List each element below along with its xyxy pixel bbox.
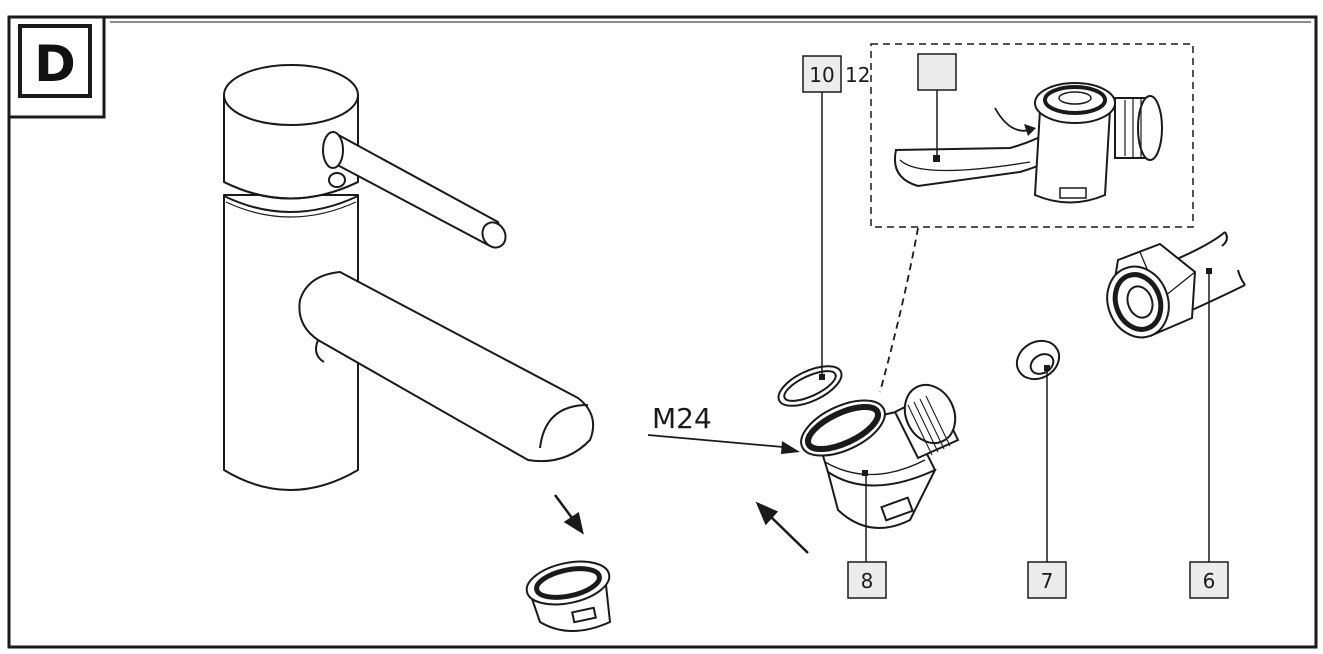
washer-part-7 [1015,339,1061,381]
faucet-drawing [223,64,594,491]
panel-letter-box: D [7,15,106,119]
callout-8: 8 [847,476,887,599]
panel-letter: D [34,35,76,93]
callout-12-label: 12 [845,63,870,87]
inset-connector [879,227,919,393]
callout-8-label: 8 [861,569,874,593]
gasket-part-10 [777,365,843,407]
diverter-detail-inset [870,43,1194,228]
callout-6-label: 6 [1203,569,1216,593]
hose-nut-part-6 [1106,231,1246,339]
callout-7: 7 [1027,365,1067,599]
diverter-part-8 [800,383,960,529]
remove-aerator-arrow [553,494,584,535]
thread-callout: M24 [647,402,800,454]
thread-size-label: M24 [652,402,712,435]
aerator-removed [525,560,612,632]
callout-6: 6 [1189,272,1229,599]
callout-10-label: 10 [809,63,834,87]
install-direction-arrow [755,501,809,554]
callout-10: 10 [802,55,842,380]
callout-7-label: 7 [1041,569,1054,593]
